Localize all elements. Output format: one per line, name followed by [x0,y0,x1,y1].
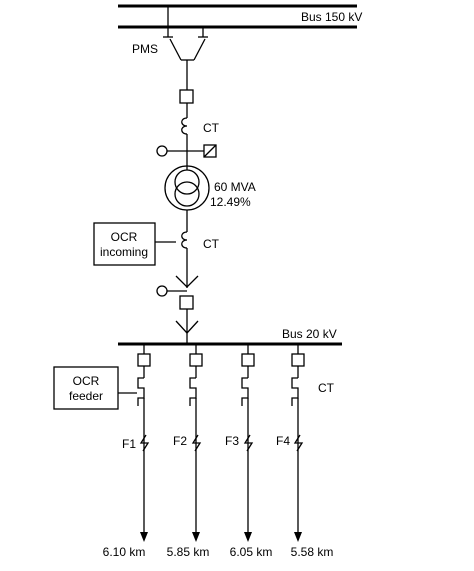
ocr-incoming-line2: incoming [100,245,148,259]
feeder-f2-label: F2 [173,434,187,448]
feeder-f1-length: 6.10 km [103,545,146,559]
ocr-feeder-line1: OCR [73,374,100,388]
hv-ct-label: CT [203,121,220,135]
feeder-f1-label: F1 [122,437,136,451]
ocr-feeder-box [53,366,119,410]
incoming-plug-upper [175,275,199,288]
power-transformer [164,165,210,211]
fault-icon-f1 [139,434,150,452]
mv-ground-circle [156,285,168,297]
feeder-f2-length: 5.85 km [167,545,210,559]
mv-incoming-breaker [179,295,194,310]
feeder-f4-length: 5.58 km [291,545,334,559]
hv-circuit-breaker [179,89,194,104]
hv-ground-circle [156,145,168,157]
pms-disconnect-switch [163,6,208,90]
feeder-f1 [118,344,151,535]
transformer-rating: 60 MVA [214,180,256,194]
feeder-f4 [291,344,305,535]
arrow-f3 [244,532,252,542]
arrow-f1 [140,532,148,542]
transformer-impedance: 12.49% [210,195,251,209]
feeder-f2 [189,344,203,535]
feeder-f3 [241,344,255,535]
arrow-f2 [192,532,200,542]
incoming-ct-coil [181,231,188,249]
hv-ct-coil [181,117,188,135]
feeder-ct-label: CT [318,381,335,395]
ocr-incoming-box [93,222,156,266]
pms-label: PMS [132,42,158,56]
bus-150kv-label: Bus 150 kV [301,10,362,24]
feeder-f3-label: F3 [225,434,239,448]
fault-icon-f2 [191,434,202,452]
feeder-f4-label: F4 [276,434,290,448]
arrow-f4 [294,532,302,542]
bus-150kv [118,4,357,29]
bus-20kv-label: Bus 20 kV [282,327,337,341]
hv-grounding-square [203,144,217,158]
ocr-incoming-line1: OCR [111,230,138,244]
ocr-feeder-line2: feeder [69,389,103,403]
fault-icon-f3 [243,434,254,452]
fault-icon-f4 [293,434,304,452]
incoming-ct-label: CT [203,237,220,251]
feeder-f3-length: 6.05 km [230,545,273,559]
